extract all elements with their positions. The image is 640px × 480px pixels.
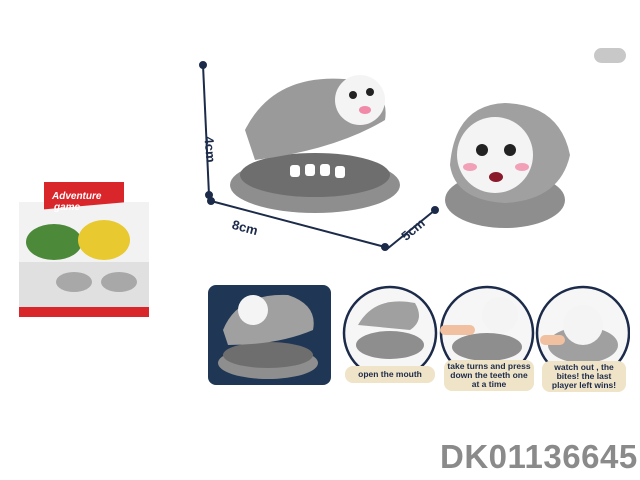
toy-side-view	[230, 75, 400, 213]
step-2-label: take turns and press down the teeth one …	[444, 360, 534, 391]
dimension-lines	[199, 61, 439, 251]
step-3-label: watch out , the bites! the last player l…	[542, 361, 626, 392]
hero-panel	[208, 285, 331, 385]
display-box-image: Adventure game	[19, 182, 149, 317]
toy-front-view	[445, 103, 570, 228]
box-title: Adventure	[51, 191, 102, 202]
grey-pill-badge	[594, 48, 626, 63]
step-circles	[342, 285, 630, 381]
box-subtitle: game	[53, 202, 81, 213]
step-1-label: open the mouth	[345, 366, 435, 383]
product-code: DK01136645	[440, 438, 638, 475]
